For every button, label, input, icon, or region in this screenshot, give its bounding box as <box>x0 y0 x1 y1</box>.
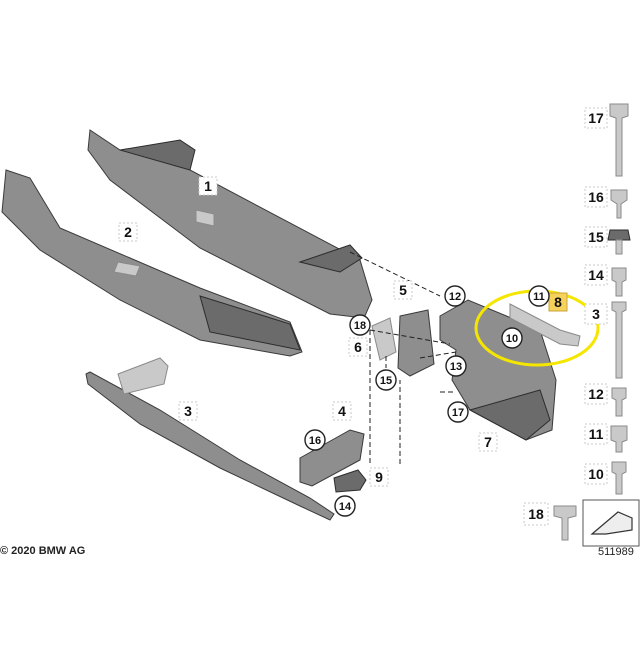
svg-text:18: 18 <box>528 506 544 522</box>
svg-text:1: 1 <box>204 178 212 194</box>
legend-item-3[interactable]: 3 <box>584 301 627 379</box>
bracket-5[interactable] <box>397 309 435 377</box>
svg-text:8: 8 <box>554 294 562 310</box>
diagram-number: 511989 <box>598 546 634 558</box>
svg-text:14: 14 <box>588 267 604 283</box>
legend-item-11[interactable]: 11 <box>584 423 628 453</box>
callout-3[interactable]: 3 <box>178 401 198 421</box>
svg-text:10: 10 <box>506 333 518 345</box>
svg-text:11: 11 <box>533 291 545 303</box>
legend-item-14[interactable]: 14 <box>584 264 627 297</box>
svg-text:14: 14 <box>339 501 352 513</box>
bracket-4[interactable] <box>299 429 365 487</box>
callout-circle-17[interactable]: 17 <box>447 401 469 423</box>
legend-item-10[interactable]: 10 <box>584 461 627 495</box>
svg-text:7: 7 <box>484 434 492 450</box>
svg-text:12: 12 <box>449 291 461 303</box>
svg-text:3: 3 <box>592 306 600 322</box>
callout-circle-13[interactable]: 13 <box>445 355 467 377</box>
svg-text:11: 11 <box>589 426 604 442</box>
hardware-legend: 17 16 15 14 3 12 11 10 18 <box>523 103 640 547</box>
callout-7[interactable]: 7 <box>478 432 498 452</box>
bracket-9[interactable] <box>333 469 367 493</box>
callout-8[interactable]: 8 <box>548 292 568 312</box>
svg-text:12: 12 <box>588 386 604 402</box>
legend-item-16[interactable]: 16 <box>584 186 628 219</box>
callout-9[interactable]: 9 <box>369 467 389 487</box>
callout-2[interactable]: 2 <box>118 222 138 242</box>
copyright-text: © 2020 BMW AG <box>0 545 85 557</box>
callout-6[interactable]: 6 <box>348 337 368 357</box>
legend-item-17[interactable]: 17 <box>584 103 629 177</box>
impact-absorber[interactable] <box>1 169 303 357</box>
legend-item-15[interactable]: 15 <box>584 226 631 255</box>
svg-text:5: 5 <box>399 282 407 298</box>
legend-item-18[interactable]: 18 <box>523 502 577 541</box>
svg-text:15: 15 <box>380 375 392 387</box>
svg-text:16: 16 <box>588 189 604 205</box>
crash-carrier-7[interactable] <box>439 299 557 441</box>
callout-circle-12[interactable]: 12 <box>444 285 466 307</box>
svg-text:4: 4 <box>338 403 346 419</box>
bracket-8-highlighted[interactable] <box>509 303 581 347</box>
svg-text:10: 10 <box>588 466 604 482</box>
svg-text:6: 6 <box>354 339 362 355</box>
svg-text:9: 9 <box>375 469 383 485</box>
callout-4[interactable]: 4 <box>332 401 352 421</box>
bumper-carrier-beam[interactable] <box>87 129 373 319</box>
svg-text:13: 13 <box>450 361 462 373</box>
callout-1[interactable]: 1 <box>198 176 218 196</box>
orientation-arrow-icon <box>582 499 640 547</box>
callout-circle-14[interactable]: 14 <box>334 495 356 517</box>
callout-circle-16[interactable]: 16 <box>304 429 326 451</box>
callout-circle-18[interactable]: 18 <box>349 314 371 336</box>
lower-trim-strip[interactable] <box>85 357 335 521</box>
callout-circle-15[interactable]: 15 <box>375 369 397 391</box>
callout-5[interactable]: 5 <box>393 280 413 300</box>
callout-circle-10[interactable]: 10 <box>501 327 523 349</box>
svg-text:17: 17 <box>452 407 464 419</box>
svg-text:3: 3 <box>184 403 192 419</box>
callout-circle-11[interactable]: 11 <box>528 285 550 307</box>
svg-text:16: 16 <box>309 435 321 447</box>
svg-text:15: 15 <box>588 229 604 245</box>
svg-text:2: 2 <box>124 224 132 240</box>
bracket-6[interactable] <box>371 317 397 361</box>
legend-item-12[interactable]: 12 <box>584 383 627 417</box>
svg-text:18: 18 <box>354 320 366 332</box>
svg-text:17: 17 <box>588 110 604 126</box>
